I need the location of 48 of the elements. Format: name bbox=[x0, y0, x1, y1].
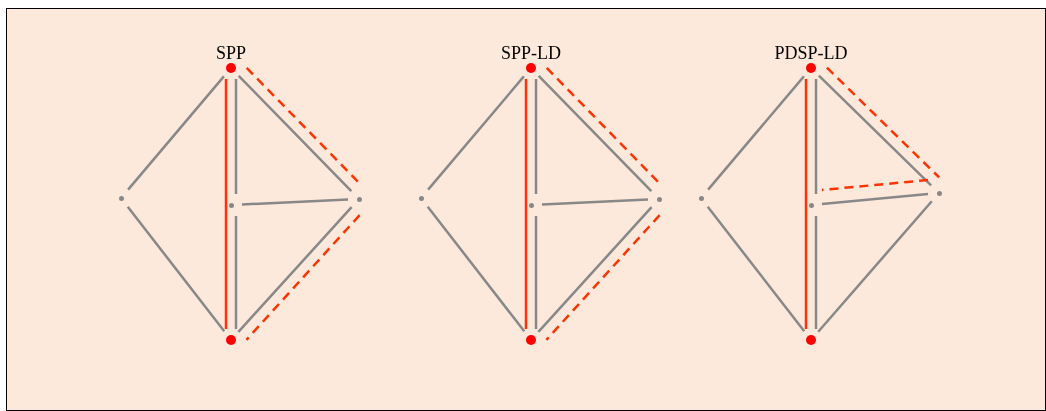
network-link bbox=[524, 79, 528, 329]
dashed-link bbox=[545, 67, 661, 184]
network-link bbox=[706, 205, 806, 333]
terminal-dot bbox=[806, 335, 816, 345]
dashed-link bbox=[245, 214, 361, 341]
terminal-dot bbox=[806, 63, 816, 73]
junction-point bbox=[228, 202, 234, 208]
network-link bbox=[426, 205, 526, 333]
junction-point bbox=[656, 196, 662, 202]
junction-point bbox=[118, 195, 124, 201]
junction-point bbox=[418, 195, 424, 201]
junction-point bbox=[356, 196, 362, 202]
network-link bbox=[127, 75, 225, 191]
network-link bbox=[237, 75, 353, 192]
graph-title: SPP bbox=[216, 43, 246, 64]
junction-point bbox=[698, 195, 704, 201]
network-link bbox=[537, 206, 653, 333]
network-link bbox=[814, 216, 818, 329]
network-link bbox=[541, 198, 649, 206]
terminal-dot bbox=[226, 63, 236, 73]
network-link bbox=[234, 79, 238, 194]
network-link bbox=[534, 79, 538, 194]
network-link bbox=[224, 79, 228, 329]
network-link bbox=[537, 75, 653, 192]
dashed-link bbox=[821, 178, 929, 192]
junction-point bbox=[528, 202, 534, 208]
network-link bbox=[234, 216, 238, 329]
terminal-dot bbox=[526, 335, 536, 345]
network-link bbox=[241, 198, 349, 206]
junction-point bbox=[808, 202, 814, 208]
network-link bbox=[126, 205, 226, 333]
network-link bbox=[818, 74, 932, 187]
network-link bbox=[237, 206, 353, 333]
network-link bbox=[814, 79, 818, 194]
dashed-link bbox=[245, 67, 361, 184]
network-link bbox=[534, 216, 538, 329]
network-link bbox=[427, 75, 525, 191]
network-link bbox=[817, 200, 933, 333]
network-link bbox=[804, 79, 808, 329]
junction-point bbox=[936, 190, 942, 196]
graph-title: SPP-LD bbox=[501, 43, 561, 64]
dashed-link bbox=[826, 66, 940, 179]
terminal-dot bbox=[526, 63, 536, 73]
network-link bbox=[707, 75, 805, 191]
network-link bbox=[821, 192, 929, 206]
terminal-dot bbox=[226, 335, 236, 345]
dashed-link bbox=[545, 214, 661, 341]
graph-title: PDSP-LD bbox=[774, 43, 848, 64]
